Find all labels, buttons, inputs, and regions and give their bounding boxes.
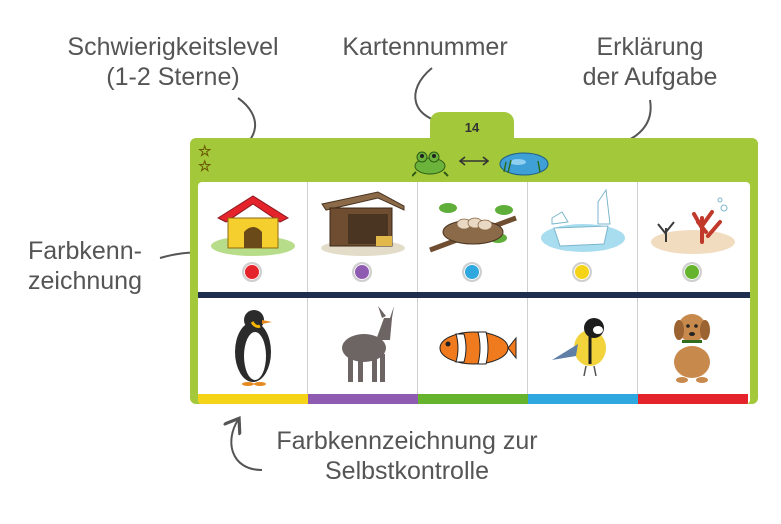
color-dot [572,262,592,282]
barn-shelter-icon [321,191,405,256]
bird-nest-icon [429,203,517,253]
habitat-cell-1[interactable] [198,182,308,292]
color-dot [682,262,702,282]
color-bar [638,394,748,404]
callout-color-code: Farbkenn- zeichnung [28,236,168,296]
callout-color-code-line1: Farbkenn- [28,237,142,265]
frog-icon [411,151,449,177]
callout-task-explanation-line1: Erklärung [596,33,704,61]
color-bar [308,394,418,404]
callout-task-explanation: Erklärung der Aufgabe [560,32,740,92]
color-bar [528,394,638,404]
ice-floe-icon [541,188,625,252]
callout-difficulty-line1: Schwierigkeitslevel [67,33,279,61]
callout-self-check: Farbkennzeichnung zur Selbstkontrolle [262,426,552,486]
callout-self-check-line2: Selbstkontrolle [325,457,489,485]
habitat-cell-5[interactable] [638,182,748,292]
callout-task-explanation-line2: der Aufgabe [582,63,718,91]
animal-cell-5[interactable] [638,298,748,404]
difficulty-stars: ☆ ☆ [198,143,216,175]
double-arrow-icon [458,156,490,166]
habitat-cell-2[interactable] [308,182,418,292]
clownfish-icon [439,331,517,365]
matching-grid [198,182,750,404]
row-divider [198,292,750,298]
color-bar [418,394,528,404]
star-icon: ☆ [198,143,212,160]
task-explanation-icons [411,144,552,178]
animal-cell-1[interactable] [198,298,308,404]
animal-cell-2[interactable] [308,298,418,404]
callout-self-check-line1: Farbkennzeichnung zur [276,427,538,455]
callout-difficulty-line2: (1-2 Sterne) [106,63,240,91]
star-icon: ☆ [198,158,212,175]
coral-reef-icon [651,197,735,254]
penguin-icon [235,310,272,386]
pond-icon [499,152,549,176]
donkey-icon [342,306,394,382]
doghouse-icon [211,195,295,256]
callout-color-code-line2: zeichnung [28,267,142,295]
tit-bird-icon [552,318,606,377]
callout-difficulty: Schwierigkeitslevel (1-2 Sterne) [48,32,298,92]
color-dot [462,262,482,282]
color-dot [242,262,262,282]
arrow-self-check [231,420,263,471]
dog-icon [674,314,710,383]
color-bar [198,394,308,404]
habitat-row [198,182,750,292]
callout-card-number-line1: Kartennummer [342,33,508,61]
card-number: 14 [464,120,480,135]
habitat-cell-4[interactable] [528,182,638,292]
animal-cell-3[interactable] [418,298,528,404]
callout-card-number: Kartennummer [330,32,520,62]
animal-row [198,298,750,404]
animal-cell-4[interactable] [528,298,638,404]
color-dot [352,262,372,282]
habitat-cell-3[interactable] [418,182,528,292]
